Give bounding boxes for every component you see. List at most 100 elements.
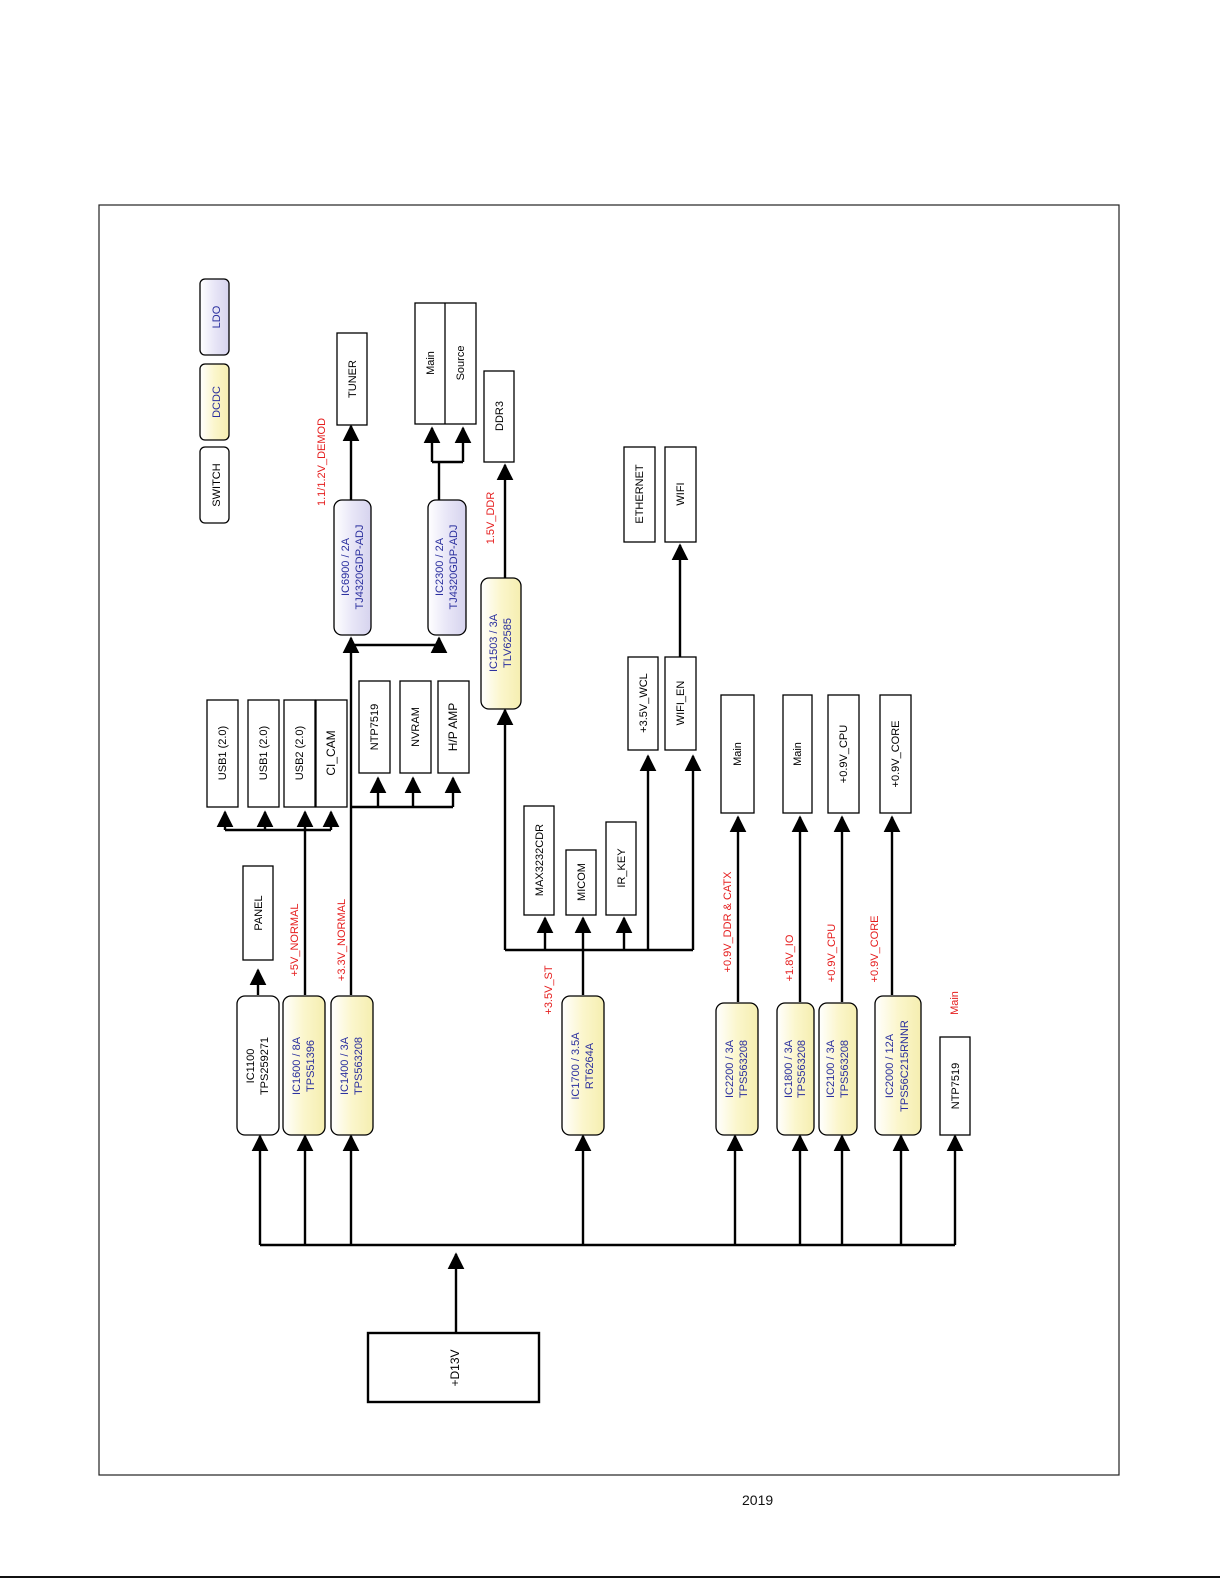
load-micom: MICOM [565, 849, 597, 916]
ic1400-name: IC1400 / 3A [339, 1036, 351, 1095]
ic1600-dcdc: IC1600 / 8A TPS51396 [282, 995, 326, 1136]
max3232-label: MAX3232CDR [534, 824, 546, 896]
load-09v-core: +0.9V_CORE [879, 694, 912, 814]
load-panel: PANEL [242, 865, 274, 961]
panel-label: PANEL [253, 895, 265, 930]
rail-labels: +5V_NORMAL +3.3V_NORMAL +3.5V_ST +0.9V_D… [289, 418, 961, 1015]
load-09v-cpu: +0.9V_CPU [827, 694, 860, 814]
rail-18v-io: +1.8V_IO [784, 934, 796, 981]
wifi-en-label: WIFI_EN [675, 681, 687, 726]
ic2000-name: IC2000 / 12A [884, 1033, 896, 1098]
ethernet-label: ETHERNET [634, 464, 646, 524]
rail-11-12v-demod: 1.1/1.2V_DEMOD [316, 418, 328, 506]
legend-dcdc: DCDC [199, 363, 230, 441]
diagram-frame [98, 204, 1120, 1476]
legend-switch: SWITCH [199, 446, 230, 524]
tuner-label: TUNER [347, 360, 359, 398]
ic6900-name: IC6900 / 2A [340, 537, 352, 596]
ic1100-part: TPS259271 [259, 1037, 271, 1095]
wires [216, 424, 964, 1333]
rail-33v-normal: +3.3V_NORMAL [336, 899, 348, 981]
ic1100-switch: IC1100 TPS259271 [236, 995, 280, 1136]
ntp7519-bottom-label: NTP7519 [950, 1063, 962, 1109]
load-ddr3: DDR3 [483, 370, 515, 463]
load-tuner: TUNER [336, 332, 368, 426]
ic1503-part: TLV62585 [502, 618, 514, 668]
ic1800-part: TPS563208 [796, 1040, 808, 1098]
ic2200-dcdc: IC2200 / 3A TPS563208 [715, 1002, 759, 1136]
usb1-b-label: USB1 (2.0) [258, 726, 270, 780]
ic1503-name: IC1503 / 3A [488, 613, 500, 672]
wcl-label: +3.5V_WCL [638, 673, 650, 733]
rail-09v-cpu: +0.9V_CPU [826, 924, 838, 982]
main-io-label: Main [792, 742, 804, 766]
bottom-rule [0, 1576, 1220, 1578]
load-max3232: MAX3232CDR [523, 805, 555, 916]
ic2000-part: TPS56C215RNNR [899, 1020, 911, 1112]
source-top-label: Source [455, 346, 467, 381]
v09-cpu-label: +0.9V_CPU [838, 725, 850, 783]
main-ddr-label: Main [732, 742, 744, 766]
ic6900-ldo: IC6900 / 2A TJ4320GDP-ADJ [333, 499, 372, 636]
load-ntp7519-bottom: NTP7519 [939, 1036, 971, 1136]
ic1700-part: RT6264A [584, 1042, 596, 1089]
ic1600-part: TPS51396 [305, 1040, 317, 1092]
usb1-a-label: USB1 (2.0) [217, 726, 229, 780]
ddr3-label: DDR3 [494, 401, 506, 431]
load-usb1-a: USB1 (2.0) [206, 699, 239, 808]
load-ntp7519-top: NTP7519 [358, 680, 391, 774]
load-ethernet: ETHERNET [623, 446, 656, 543]
ic2300-part: TJ4320GDP-ADJ [448, 525, 460, 610]
rail-main-note: Main [949, 991, 961, 1015]
ir-key-label: IR_KEY [616, 848, 628, 888]
legend-dcdc-label: DCDC [211, 386, 223, 418]
ic2300-ldo: IC2300 / 2A TJ4320GDP-ADJ [427, 499, 467, 636]
ic2000-dcdc: IC2000 / 12A TPS56C215RNNR [874, 995, 922, 1136]
legend-switch-label: SWITCH [211, 463, 223, 506]
footer-year: 2019 [742, 1492, 774, 1508]
ic1800-dcdc: IC1800 / 3A TPS563208 [776, 1002, 815, 1136]
rail-5v-normal: +5V_NORMAL [289, 903, 301, 976]
load-wifi-en: WIFI_EN [664, 656, 697, 751]
main-top-label: Main [425, 351, 437, 375]
ntp7519-top-label: NTP7519 [369, 704, 381, 750]
load-usb1-b: USB1 (2.0) [247, 699, 280, 808]
ic2100-part: TPS563208 [839, 1040, 851, 1098]
ic2300-name: IC2300 / 2A [434, 537, 446, 596]
legend-ldo-label: LDO [211, 305, 223, 328]
hp-amp-label: H/P AMP [446, 703, 460, 751]
ic1800-name: IC1800 / 3A [783, 1039, 795, 1098]
load-usb2: USB2 (2.0) [283, 699, 316, 808]
ic1400-dcdc: IC1400 / 3A TPS563208 [330, 995, 374, 1136]
load-nvram: NVRAM [399, 680, 432, 774]
ic6900-part: TJ4320GDP-ADJ [354, 525, 366, 610]
ic1100-name: IC1100 [245, 1049, 257, 1084]
ic1400-part: TPS563208 [353, 1037, 365, 1095]
ci-cam-label: CI_CAM [324, 730, 338, 775]
source-d13v: +D13V [366, 1331, 541, 1404]
source-label: +D13V [448, 1349, 462, 1386]
ic1503-dcdc: IC1503 / 3A TLV62585 [480, 577, 522, 710]
load-ci-cam: CI_CAM [315, 699, 348, 808]
rail-35v-st: +3.5V_ST [543, 965, 555, 1015]
micom-label: MICOM [576, 863, 588, 901]
usb2-label: USB2 (2.0) [294, 726, 306, 780]
ic1700-name: IC1700 / 3.5A [570, 1032, 582, 1100]
wifi-label: WIFI [675, 482, 687, 505]
load-main-io: Main [782, 694, 813, 814]
load-wcl: +3.5V_WCL [627, 656, 659, 751]
ic1700-dcdc: IC1700 / 3.5A RT6264A [561, 995, 605, 1136]
rail-15v-ddr: 1.5V_DDR [485, 492, 497, 545]
rail-09v-ddr-catx: +0.9V_DDR & CATX [722, 871, 734, 973]
ic2100-dcdc: IC2100 / 3A TPS563208 [818, 1002, 858, 1136]
ic2200-part: TPS563208 [738, 1040, 750, 1098]
load-main-ddr: Main [720, 694, 755, 814]
load-hp-amp: H/P AMP [437, 680, 470, 774]
legend-ldo: LDO [199, 278, 230, 356]
ic1600-name: IC1600 / 8A [291, 1036, 303, 1095]
rail-09v-core: +0.9V_CORE [869, 916, 881, 983]
load-ir-key: IR_KEY [605, 821, 637, 916]
load-main-source: Main Source [414, 302, 477, 425]
load-wifi: WIFI [664, 446, 697, 543]
